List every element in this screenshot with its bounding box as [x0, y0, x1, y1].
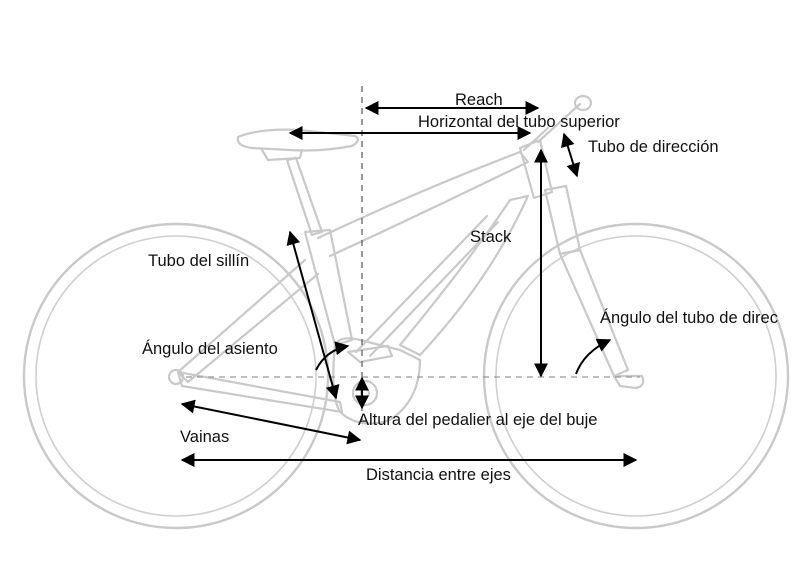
seat-tube-arrow [286, 230, 340, 400]
top-tube-label: Horizontal del tubo superior [418, 113, 620, 131]
bike-frame [167, 94, 645, 425]
wheelbase-label: Distancia entre ejes [366, 466, 511, 484]
seat-angle-arc [315, 341, 350, 371]
head-tube-label: Tubo de dirección [588, 138, 719, 156]
head-angle-arc [575, 338, 612, 375]
head-angle-label: Ángulo del tubo de direc [600, 309, 778, 327]
seat-angle-label: Ángulo del asiento [142, 340, 278, 358]
front-wheel [482, 222, 790, 530]
reach-label: Reach [455, 91, 503, 109]
chainstay-label: Vainas [180, 428, 230, 446]
chainstay-arrow [180, 399, 362, 445]
bb-drop-label: Altura del pedalier al eje del buje [358, 411, 598, 429]
head-tube-arrow [561, 132, 580, 178]
seat-tube-label: Tubo del sillín [148, 252, 250, 270]
stack-label: Stack [470, 228, 512, 246]
